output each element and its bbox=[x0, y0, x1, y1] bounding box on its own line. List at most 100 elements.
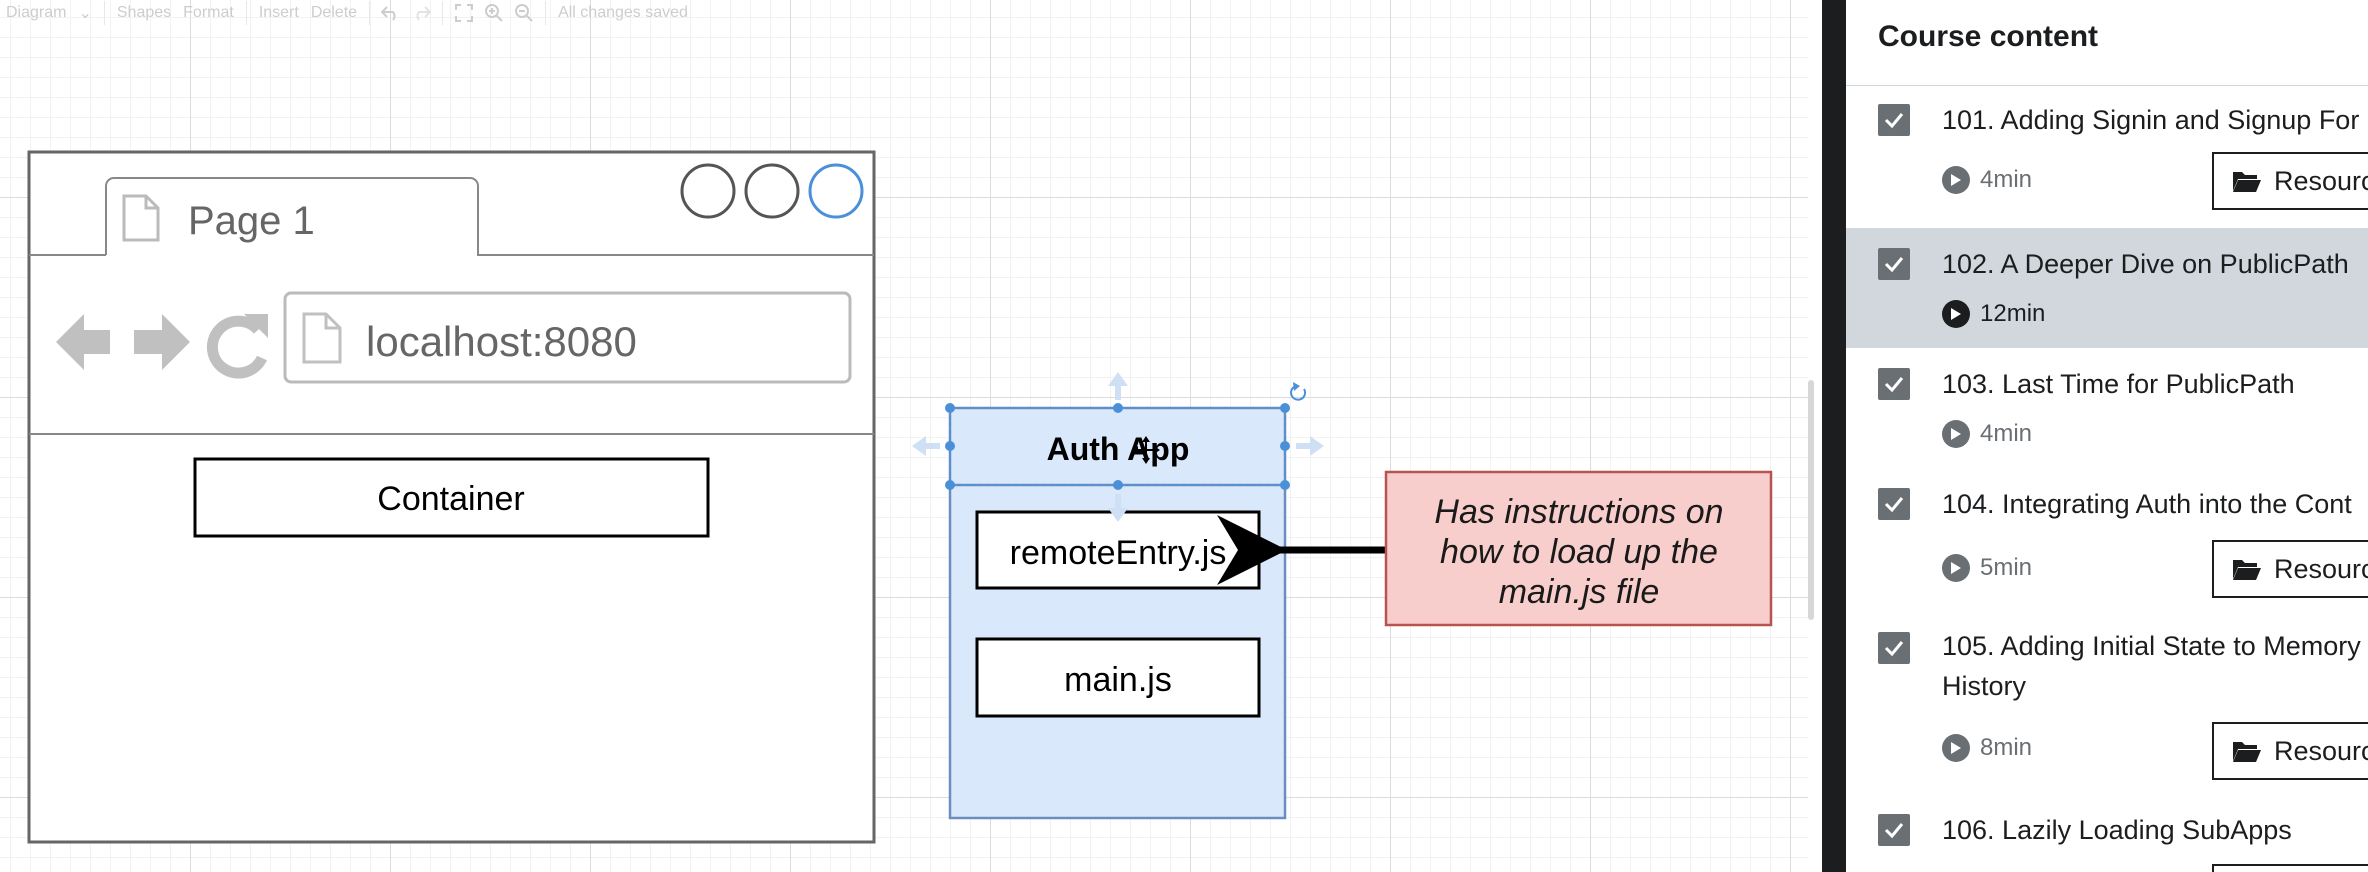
lecture-title[interactable]: 102. A Deeper Dive on PublicPath bbox=[1942, 249, 2349, 279]
container-box[interactable] bbox=[193, 457, 710, 538]
fullscreen-icon[interactable] bbox=[453, 2, 475, 24]
lecture-duration: 4min bbox=[1942, 166, 2032, 194]
refresh-icon[interactable] bbox=[206, 314, 268, 379]
completed-checkbox[interactable] bbox=[1878, 632, 1910, 664]
play-icon bbox=[1942, 300, 1970, 328]
completed-checkbox[interactable] bbox=[1878, 488, 1910, 520]
completed-checkbox[interactable] bbox=[1878, 248, 1910, 280]
undo-icon[interactable] bbox=[380, 2, 402, 24]
folder-open-icon bbox=[2233, 172, 2261, 192]
check-icon bbox=[1884, 113, 1904, 129]
resources-button[interactable]: Resources bbox=[2212, 152, 2368, 210]
lecture-duration: 12min bbox=[1942, 300, 2045, 328]
play-icon bbox=[1942, 554, 1970, 582]
panel-header: Course content bbox=[1846, 0, 2368, 86]
format-button[interactable]: Format bbox=[183, 4, 234, 21]
browser-mockup[interactable]: Page 1 bbox=[27, 150, 876, 844]
address-bar[interactable] bbox=[283, 291, 852, 384]
completed-checkbox[interactable] bbox=[1878, 368, 1910, 400]
lecture-title[interactable]: 103. Last Time for PublicPath bbox=[1942, 369, 2295, 399]
zoom-in-icon[interactable] bbox=[483, 2, 505, 24]
main-js-box[interactable] bbox=[975, 637, 1261, 718]
chevron-down-icon: ⌄ bbox=[78, 5, 92, 22]
window-control-circle[interactable] bbox=[744, 163, 800, 219]
duration-text: 4min bbox=[1980, 166, 2033, 193]
check-icon bbox=[1884, 257, 1904, 273]
lecture-duration: 4min bbox=[1942, 420, 2032, 448]
duration-text: 12min bbox=[1980, 300, 2046, 327]
connection-arrows[interactable] bbox=[912, 372, 1324, 522]
zoom-out-icon[interactable] bbox=[513, 2, 535, 24]
resources-label: Resources bbox=[2274, 165, 2368, 196]
lecture-item[interactable]: 105. Adding Initial State to Memory Hist… bbox=[1846, 618, 2368, 800]
duration-text: 8min bbox=[1980, 734, 2033, 761]
lecture-item[interactable]: 101. Adding Signin and Signup For 4min R… bbox=[1846, 88, 2368, 228]
note-line: main.js file bbox=[1499, 573, 1660, 611]
move-cursor-icon bbox=[1132, 436, 1160, 464]
tab-label: Page 1 bbox=[188, 199, 315, 243]
folder-open-icon bbox=[2233, 742, 2261, 762]
save-status: All changes saved bbox=[558, 4, 688, 21]
window-control-circle[interactable] bbox=[680, 163, 736, 219]
lecture-title[interactable]: 101. Adding Signin and Signup For bbox=[1942, 105, 2360, 135]
auth-app-title: Auth App bbox=[1047, 431, 1190, 467]
lecture-title[interactable]: 106. Lazily Loading SubApps bbox=[1942, 815, 2292, 845]
check-icon bbox=[1884, 497, 1904, 513]
remote-entry-label: remoteEntry.js bbox=[1010, 534, 1227, 572]
lecture-item-active[interactable]: 102. A Deeper Dive on PublicPath 12min bbox=[1846, 228, 2368, 348]
url-text: localhost:8080 bbox=[366, 318, 637, 365]
editor-toolbar: Diagram ⌄ Shapes Format Insert Delete bbox=[0, 0, 1808, 26]
play-icon bbox=[1942, 420, 1970, 448]
diagram-editor[interactable]: Diagram ⌄ Shapes Format Insert Delete bbox=[0, 0, 1808, 872]
forward-arrow-icon[interactable] bbox=[134, 314, 190, 370]
selection-handles[interactable] bbox=[945, 403, 1290, 490]
course-content-panel: Course content 101. Adding Signin and Si… bbox=[1822, 0, 2368, 872]
container-label: Container bbox=[377, 480, 524, 518]
main-js-label: main.js bbox=[1064, 661, 1172, 699]
toolbar-divider bbox=[369, 1, 371, 25]
play-icon bbox=[1942, 734, 1970, 762]
completed-checkbox[interactable] bbox=[1878, 104, 1910, 136]
check-icon bbox=[1884, 823, 1904, 839]
resources-label: Resources bbox=[2274, 735, 2368, 766]
lecture-item[interactable]: 104. Integrating Auth into the Cont 5min… bbox=[1846, 468, 2368, 618]
auth-app-box[interactable]: Auth App remoteEntry.js main.js bbox=[948, 406, 1287, 820]
lecture-title[interactable]: 104. Integrating Auth into the Cont bbox=[1942, 489, 2352, 519]
play-icon bbox=[1942, 166, 1970, 194]
lecture-item[interactable]: 103. Last Time for PublicPath 4min bbox=[1846, 348, 2368, 468]
lecture-duration: 5min bbox=[1942, 554, 2032, 582]
panel-title: Course content bbox=[1878, 20, 2099, 53]
rotate-icon[interactable] bbox=[1290, 382, 1307, 401]
instructions-note[interactable]: Has instructions on how to load up the m… bbox=[1384, 470, 1773, 627]
check-icon bbox=[1884, 641, 1904, 657]
remote-entry-box[interactable] bbox=[975, 510, 1261, 590]
insert-button[interactable]: Insert bbox=[258, 4, 299, 21]
completed-checkbox[interactable] bbox=[1878, 814, 1910, 846]
diagram-menu[interactable]: Diagram bbox=[6, 4, 67, 21]
back-arrow-icon[interactable] bbox=[56, 314, 110, 370]
lecture-duration: 8min bbox=[1942, 734, 2032, 762]
note-line: Has instructions on bbox=[1434, 493, 1723, 531]
lecture-item[interactable]: 106. Lazily Loading SubApps bbox=[1846, 800, 2368, 872]
folder-open-icon bbox=[2233, 560, 2261, 580]
resources-label: Resources bbox=[2274, 553, 2368, 584]
browser-tab[interactable] bbox=[105, 177, 479, 255]
delete-button[interactable]: Delete bbox=[310, 4, 358, 21]
duration-text: 5min bbox=[1980, 554, 2033, 581]
resources-button[interactable]: Resources bbox=[2212, 540, 2368, 598]
toolbar-divider bbox=[103, 1, 105, 25]
window-control-circle[interactable] bbox=[808, 163, 864, 219]
diagram-canvas[interactable]: Page 1 bbox=[0, 0, 1808, 872]
toolbar-divider bbox=[245, 1, 247, 25]
page-icon bbox=[302, 312, 342, 364]
shapes-button[interactable]: Shapes bbox=[116, 4, 172, 21]
lecture-title[interactable]: 105. Adding Initial State to Memory bbox=[1942, 631, 2361, 661]
resources-button[interactable]: Resources bbox=[2212, 722, 2368, 780]
editor-scrollbar[interactable] bbox=[1808, 380, 1814, 620]
redo-icon[interactable] bbox=[410, 2, 432, 24]
lecture-title-line2[interactable]: History bbox=[1942, 671, 2027, 701]
duration-text: 4min bbox=[1980, 420, 2033, 447]
page-icon bbox=[122, 194, 160, 242]
resources-button-partial[interactable] bbox=[2212, 864, 2368, 872]
